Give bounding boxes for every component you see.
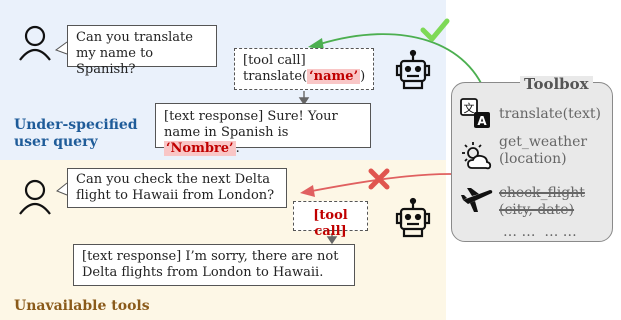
tool-translate: translate(text) (499, 106, 601, 122)
svg-text:文: 文 (464, 101, 475, 115)
bubble-tail (56, 182, 68, 196)
tool-call-function: translate( (243, 69, 308, 84)
user-query-text: Can you check the next Delta flight to H… (76, 172, 275, 203)
user-icon (19, 25, 51, 61)
user-icon (19, 179, 51, 215)
check-icon (420, 18, 450, 42)
user-query-bubble: Can you check the next Delta flight to H… (67, 168, 287, 208)
user-query-bubble: Can you translate my name to Spanish? (67, 25, 217, 77)
tool-call-label: [tool call] (313, 208, 348, 239)
response-suffix: . (235, 141, 240, 156)
tool-call-expression: translate(‘name’) (243, 69, 365, 85)
toolbox-more: … … … … (503, 224, 577, 240)
bottom-panel-label: Unavailable tools (14, 298, 150, 314)
response-value: ‘Nombre’ (164, 141, 236, 156)
tool-get-weather: get_weather (location) (499, 134, 588, 167)
weather-icon (462, 142, 492, 170)
toolbox-title: Toolbox (520, 76, 593, 92)
user-query-text: Can you translate my name to Spanish? (76, 30, 193, 77)
bubble-tail (54, 41, 68, 55)
tool-call-bubble: [tool call] translate(‘name’) (234, 48, 374, 90)
tool-call-argument: ‘name’ (307, 69, 361, 84)
tool-check-flight: check_flight (city, date) (499, 185, 585, 218)
down-arrow (326, 233, 338, 245)
svg-text:A: A (477, 114, 487, 128)
tool-call-bubble: [tool call] (293, 201, 368, 239)
text-response-bubble: [text response] I’m sorry, there are not… (73, 244, 355, 286)
translate-icon: 文 A (460, 98, 490, 128)
tool-call-close: ) (360, 69, 366, 84)
text-response-bubble: [text response] Sure! Your name in Spani… (155, 103, 371, 156)
cross-icon (368, 168, 390, 190)
top-panel-label: Under-specified user query (14, 117, 138, 150)
robot-icon (395, 49, 431, 90)
robot-icon (395, 197, 431, 238)
response-text: [text response] Sure! Your name in Spani… (164, 109, 338, 140)
tool-call-label: [tool call] (243, 53, 306, 68)
response-text: [text response] I’m sorry, there are not… (82, 249, 339, 280)
down-arrow (298, 91, 310, 106)
green-arrow (308, 33, 489, 101)
airplane-icon (461, 188, 493, 212)
